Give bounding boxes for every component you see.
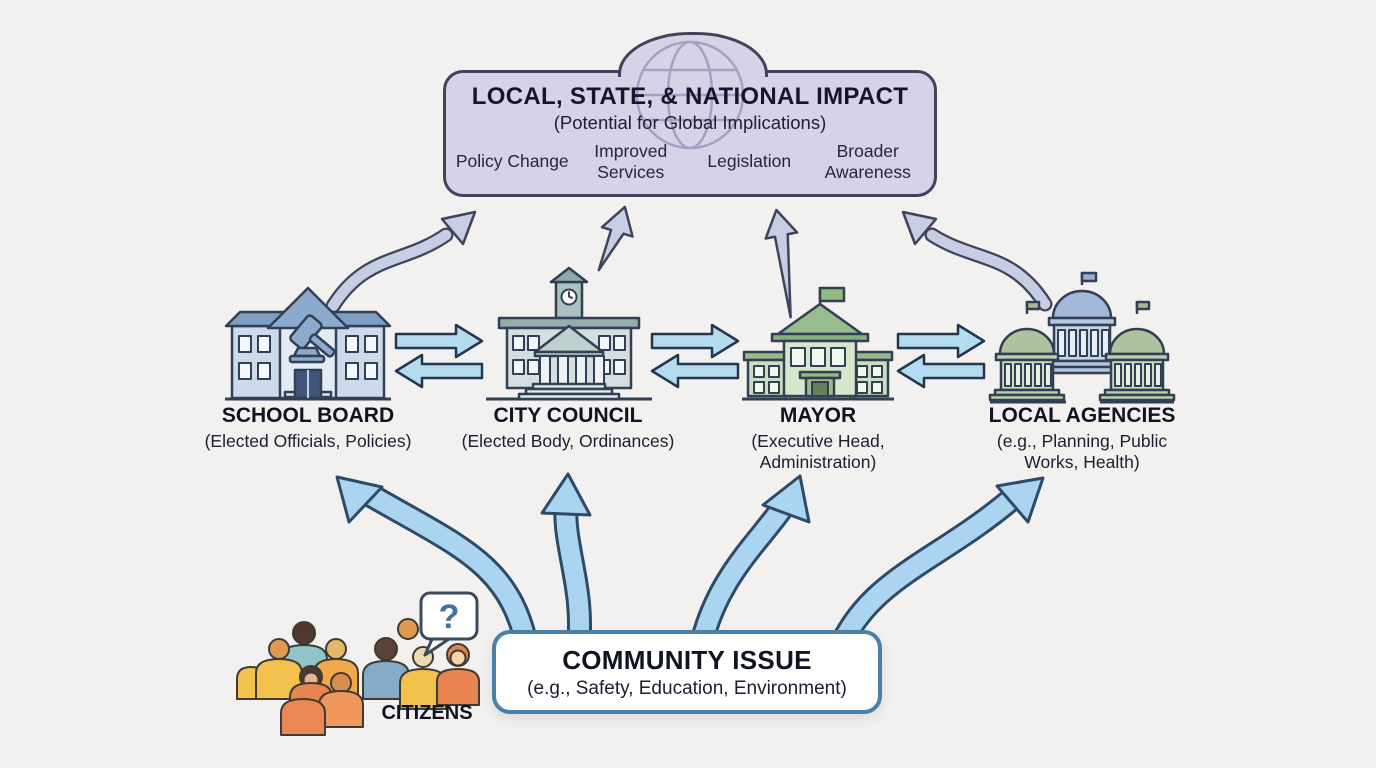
entity-detail: (e.g., Planning, Public Works, Health) [996,431,1168,472]
flag-icon [1135,300,1151,311]
flag-icon [1080,271,1098,283]
community-issue-subtitle: (e.g., Safety, Education, Environment) [527,677,847,699]
question-speech-bubble-icon: ? [419,591,479,657]
arrow-issue-to-school-board [335,475,541,665]
arrow-school-board-to-impact [325,210,477,314]
flag-icon [818,286,846,303]
flag-icon [1025,300,1041,311]
entity-name: SCHOOL BOARD [221,404,395,427]
entity-name: CITY COUNCIL [493,404,643,427]
impact-subtitle: (Potential for Global Implications) [553,112,827,133]
mayor-label: MAYOR (Executive Head, Administration) [698,404,938,473]
arrow-mayor-to-city-council [650,353,740,389]
arrow-city-council-to-mayor [650,323,740,359]
entity-detail: (Executive Head, Administration) [751,431,885,472]
school-board-building-icon [224,286,392,401]
impact-outcome-policy-change: Policy Change [455,151,569,172]
entity-detail: (Elected Officials, Policies) [204,431,412,451]
question-mark: ? [439,598,460,636]
impact-outcome-broader-awareness: Broader Awareness [824,141,911,182]
entity-name: MAYOR [779,404,857,427]
globe-icon [635,40,745,150]
mayor-building-icon [742,286,894,401]
community-issue-box: COMMUNITY ISSUE (e.g., Safety, Education… [492,630,882,714]
arrow-local-agencies-to-mayor [896,353,986,389]
arrow-issue-to-local-agencies [825,476,1045,665]
arrow-issue-to-city-council [540,472,593,663]
impact-outcome-legislation: Legislation [707,151,792,172]
entity-detail: (Elected Body, Ordinances) [461,431,675,451]
impact-outcomes: Policy Change Improved Services Legislat… [443,141,937,182]
impact-outcome-improved-services: Improved Services [594,141,668,182]
arrow-mayor-to-local-agencies [896,323,986,359]
arrow-city-council-to-impact [597,205,634,272]
local-agencies-buildings-icon [988,271,1176,404]
school-board-label: SCHOOL BOARD (Elected Officials, Policie… [188,404,428,452]
city-council-label: CITY COUNCIL (Elected Body, Ordinances) [448,404,688,452]
gavel-icon [288,314,336,364]
impact-title: LOCAL, STATE, & NATIONAL IMPACT [471,83,909,110]
impact-box-content: LOCAL, STATE, & NATIONAL IMPACT (Potenti… [443,70,937,197]
arrow-mayor-to-impact [764,208,799,319]
citizens-label: CITIZENS [381,702,473,724]
arrow-issue-to-mayor [687,474,811,663]
arrow-school-board-to-city-council [394,323,484,359]
impact-box [443,70,937,197]
community-issue-title: COMMUNITY ISSUE [562,644,812,675]
entity-name: LOCAL AGENCIES [988,404,1176,427]
local-agencies-label: LOCAL AGENCIES (e.g., Planning, Public W… [962,404,1202,473]
citizens-crowd-icon: ? [236,591,480,736]
arrow-city-council-to-school-board [394,353,484,389]
arrow-local-agencies-to-impact [901,210,1053,312]
city-council-building-icon [486,266,652,401]
